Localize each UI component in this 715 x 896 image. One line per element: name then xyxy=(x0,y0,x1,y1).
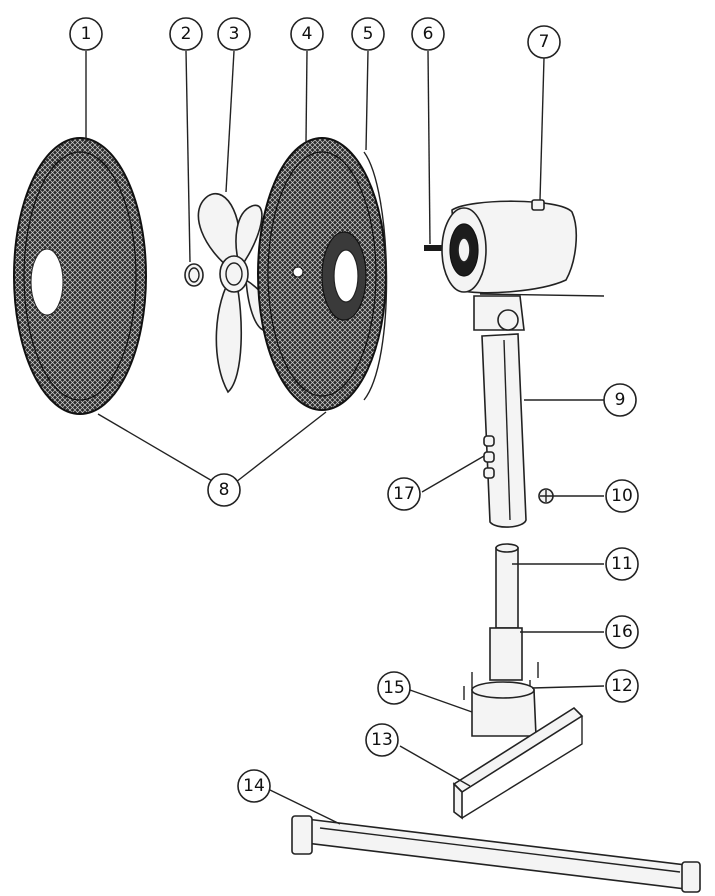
callout-8: 8 xyxy=(207,473,241,507)
grille-center-badge xyxy=(30,248,64,316)
callout-number: 6 xyxy=(423,24,434,44)
callout-circle xyxy=(387,477,421,511)
upper-column xyxy=(473,295,527,528)
callout-11: 11 xyxy=(605,547,639,581)
callout-1: 1 xyxy=(69,17,103,51)
callout-circle xyxy=(605,615,639,649)
callout-number: 12 xyxy=(611,676,633,696)
callout-circle xyxy=(365,723,399,757)
height-knob xyxy=(538,488,554,504)
callout-9: 9 xyxy=(603,383,637,417)
callout-circle xyxy=(603,383,637,417)
spinner-cap xyxy=(184,263,204,287)
grille-ring xyxy=(363,151,388,401)
callout-number: 16 xyxy=(611,622,633,642)
callout-13: 13 xyxy=(365,723,399,757)
fan-blade xyxy=(197,193,276,394)
motor-shaft xyxy=(424,245,446,251)
callout-12: 12 xyxy=(605,669,639,703)
callout-number: 17 xyxy=(393,484,415,504)
callout-number: 11 xyxy=(611,554,633,574)
callout-circle xyxy=(605,479,639,513)
callout-5: 5 xyxy=(351,17,385,51)
motor-housing xyxy=(441,199,605,297)
callout-15: 15 xyxy=(377,671,411,705)
callout-circle xyxy=(207,473,241,507)
callout-14: 14 xyxy=(237,769,271,803)
callout-number: 10 xyxy=(611,486,633,506)
callout-circle xyxy=(377,671,411,705)
callout-17: 17 xyxy=(387,477,421,511)
short-foot xyxy=(452,706,584,820)
callout-6: 6 xyxy=(411,17,445,51)
base-collar xyxy=(471,681,537,737)
callout-number: 1 xyxy=(81,24,92,44)
callout-10: 10 xyxy=(605,479,639,513)
leader-lines xyxy=(85,50,605,825)
callout-16: 16 xyxy=(605,615,639,649)
callout-circle xyxy=(527,25,561,59)
callout-circle xyxy=(237,769,271,803)
callout-circle xyxy=(217,17,251,51)
screws xyxy=(463,662,539,700)
callout-circle xyxy=(605,669,639,703)
callout-number: 9 xyxy=(615,390,626,410)
callout-3: 3 xyxy=(217,17,251,51)
callout-number: 2 xyxy=(181,24,192,44)
callout-2: 2 xyxy=(169,17,203,51)
callout-7: 7 xyxy=(527,25,561,59)
front-grille xyxy=(13,137,147,415)
callout-circle xyxy=(169,17,203,51)
callout-number: 13 xyxy=(371,730,393,750)
callout-number: 8 xyxy=(219,480,230,500)
callout-number: 4 xyxy=(302,24,313,44)
callout-circle xyxy=(351,17,385,51)
callout-number: 7 xyxy=(539,32,550,52)
callout-circle xyxy=(411,17,445,51)
callout-circle xyxy=(605,547,639,581)
long-foot xyxy=(291,815,701,893)
callout-number: 15 xyxy=(383,678,405,698)
callout-circle xyxy=(290,17,324,51)
callout-number: 3 xyxy=(229,24,240,44)
lower-pole xyxy=(489,543,523,681)
rear-grille xyxy=(257,137,387,411)
callout-number: 5 xyxy=(363,24,374,44)
control-buttons xyxy=(483,435,495,479)
callout-number: 14 xyxy=(243,776,265,796)
callout-circle xyxy=(69,17,103,51)
callout-4: 4 xyxy=(290,17,324,51)
